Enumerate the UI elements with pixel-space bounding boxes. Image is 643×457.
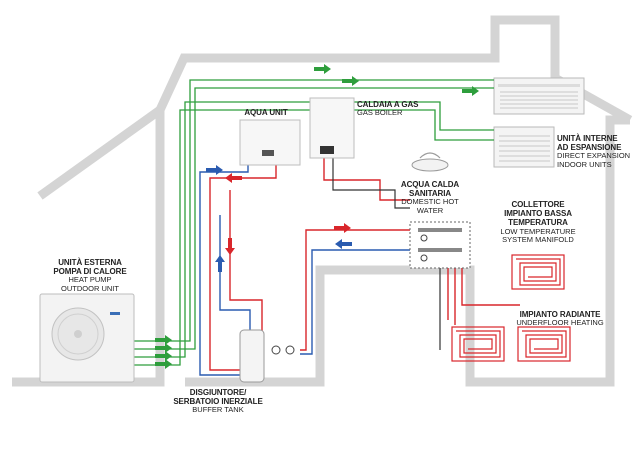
- dhw-en-1: DOMESTIC HOT: [401, 197, 459, 207]
- underfloor-en: UNDERFLOOR HEATING: [516, 318, 604, 328]
- outdoor-unit-label: UNITÀ ESTERNA POMPA DI CALORE HEAT PUMP …: [40, 258, 140, 294]
- manifold-it-3: TEMPERATURA: [508, 218, 568, 228]
- underfloor-label: IMPIANTO RADIANTE UNDERFLOOR HEATING: [505, 310, 615, 328]
- gas-boiler-label: CALDAIA A GAS GAS BOILER: [357, 100, 418, 118]
- indoor-units-en-2: INDOOR UNITS: [557, 160, 612, 169]
- manifold-it-1: COLLETTORE: [511, 200, 565, 209]
- aqua-unit-label: AQUA UNIT: [236, 108, 296, 117]
- outdoor-unit-en-1: HEAT PUMP: [68, 275, 112, 285]
- outdoor-unit-en-2: OUTDOOR UNIT: [61, 284, 119, 293]
- flow-arrows: [206, 165, 352, 272]
- manifold-it-2: IMPIANTO BASSA: [504, 209, 572, 219]
- dhw-en-2: WATER: [416, 206, 444, 215]
- outdoor-unit-it-1: UNITÀ ESTERNA: [58, 258, 122, 267]
- underfloor-coils: [451, 254, 571, 362]
- refrigerant-arrows: [155, 64, 479, 369]
- dhw-label: ACQUA CALDA SANITARIA DOMESTIC HOT WATER: [395, 180, 465, 216]
- indoor-units-it-1: UNITÀ INTERNE: [557, 134, 618, 143]
- manifold-en-1: LOW TEMPERATURE: [500, 226, 576, 236]
- buffer-tank-en: BUFFER TANK: [192, 405, 244, 415]
- gas-boiler-it: CALDAIA A GAS: [357, 100, 419, 109]
- buffer-tank-it-1: DISGIUNTORE/: [189, 388, 247, 397]
- dhw-it-2: SANITARIA: [408, 189, 452, 199]
- sink-icon: [411, 152, 449, 172]
- manifold-label: COLLETTORE IMPIANTO BASSA TEMPERATURA LO…: [488, 200, 588, 245]
- buffer-tank-label: DISGIUNTORE/ SERBATOIO INERZIALE BUFFER …: [168, 388, 268, 415]
- gas-boiler-en: GAS BOILER: [357, 108, 403, 118]
- buffer-tank: [239, 329, 295, 383]
- indoor-unit-bottom: [493, 126, 555, 168]
- gas-boiler: [309, 97, 355, 159]
- indoor-units-en-1: DIRECT EXPANSION: [557, 151, 631, 161]
- outdoor-unit: [39, 293, 135, 383]
- indoor-units-it-2: AD ESPANSIONE: [557, 143, 622, 153]
- aqua-unit-it: AQUA UNIT: [244, 108, 288, 117]
- manifold: [409, 221, 471, 269]
- outdoor-unit-it-2: POMPA DI CALORE: [53, 267, 127, 277]
- manifold-en-2: SYSTEM MANIFOLD: [502, 235, 574, 245]
- underfloor-it: IMPIANTO RADIANTE: [519, 310, 601, 319]
- indoor-unit-top: [493, 77, 585, 115]
- aqua-unit: [239, 119, 301, 166]
- indoor-units-label: UNITÀ INTERNE AD ESPANSIONE DIRECT EXPAN…: [557, 134, 630, 170]
- buffer-tank-it-2: SERBATOIO INERZIALE: [173, 397, 263, 407]
- dhw-it-1: ACQUA CALDA: [400, 180, 460, 189]
